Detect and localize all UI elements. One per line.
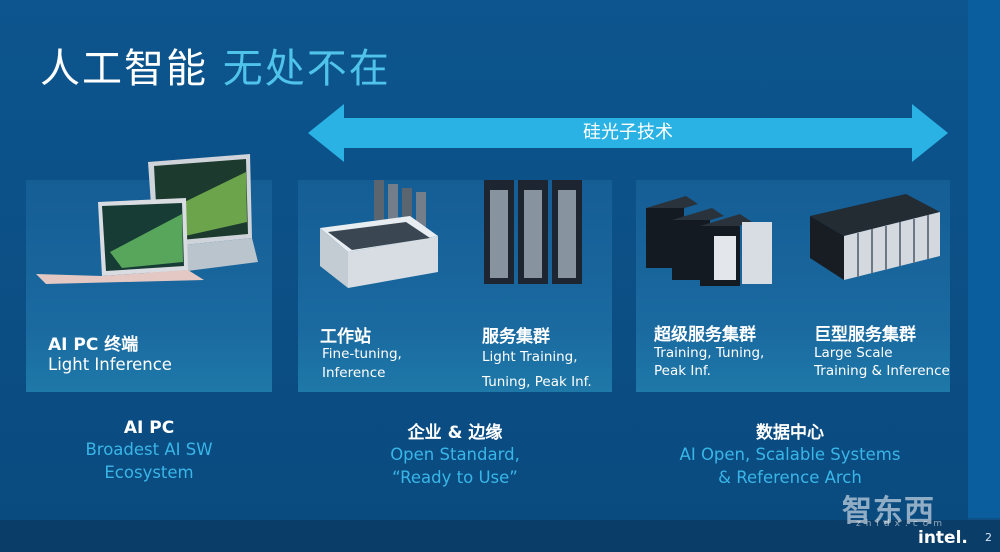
panel-sub: Light Inference (48, 355, 172, 374)
brand-logo: intel. (918, 528, 968, 548)
footer-heading: AI PC (123, 418, 175, 438)
panel-heading: AI PC 终端 (48, 335, 139, 355)
arrow-label: 硅光子技术 (583, 122, 673, 143)
panel-heading: 超级服务集群 (654, 325, 756, 345)
footer-line: Ecosystem (104, 463, 194, 482)
footer-datacenter: 数据中心 AI Open, Scalable Systems & Referen… (660, 418, 920, 489)
bottom-bar (0, 520, 1000, 552)
panel-sub: Peak Inf. (654, 363, 711, 379)
footer-heading: 数据中心 (756, 423, 824, 443)
server-cluster-icon (646, 196, 772, 286)
panel-heading: 巨型服务集群 (814, 325, 916, 345)
slide-title: 人工智能 无处不在 (40, 36, 391, 94)
footer-enterprise: 企业 & 边缘 Open Standard, “Ready to Use” (350, 418, 560, 489)
server-rack-icon (484, 180, 582, 284)
footer-heading: 企业 & 边缘 (407, 423, 503, 443)
watermark-url: zhidx.com (856, 519, 948, 529)
panel-sub: Light Training, (482, 349, 578, 365)
title-main: 人工智能 (40, 46, 208, 92)
footer-ai-pc: AI PC Broadest AI SW Ecosystem (40, 418, 258, 484)
panel-sub: Fine-tuning, (322, 346, 402, 362)
side-strip (968, 0, 1000, 518)
workstation-icon (320, 180, 438, 288)
panel-heading: 服务集群 (482, 327, 550, 347)
watermark-logo: 智东西 (842, 494, 935, 529)
panel-sub: Training, Tuning, (654, 345, 765, 361)
footer-line: AI Open, Scalable Systems (679, 445, 901, 464)
title-accent: 无处不在 (222, 46, 391, 92)
panel-sub: Large Scale (814, 345, 893, 361)
double-arrow-icon (308, 104, 948, 162)
giant-cluster-icon (810, 194, 940, 280)
laptop-icon (36, 154, 258, 284)
footer-line: Broadest AI SW (85, 440, 213, 459)
footer-line: Open Standard, (390, 445, 520, 464)
panel-sub: Inference (322, 365, 386, 381)
page-number: 2 (985, 531, 992, 544)
footer-line: “Ready to Use” (392, 468, 518, 487)
panel-sub: Tuning, Peak Inf. (482, 374, 592, 390)
panel-heading: 工作站 (320, 327, 371, 347)
footer-line: & Reference Arch (718, 468, 862, 487)
panel-sub: Training & Inference (814, 363, 950, 379)
